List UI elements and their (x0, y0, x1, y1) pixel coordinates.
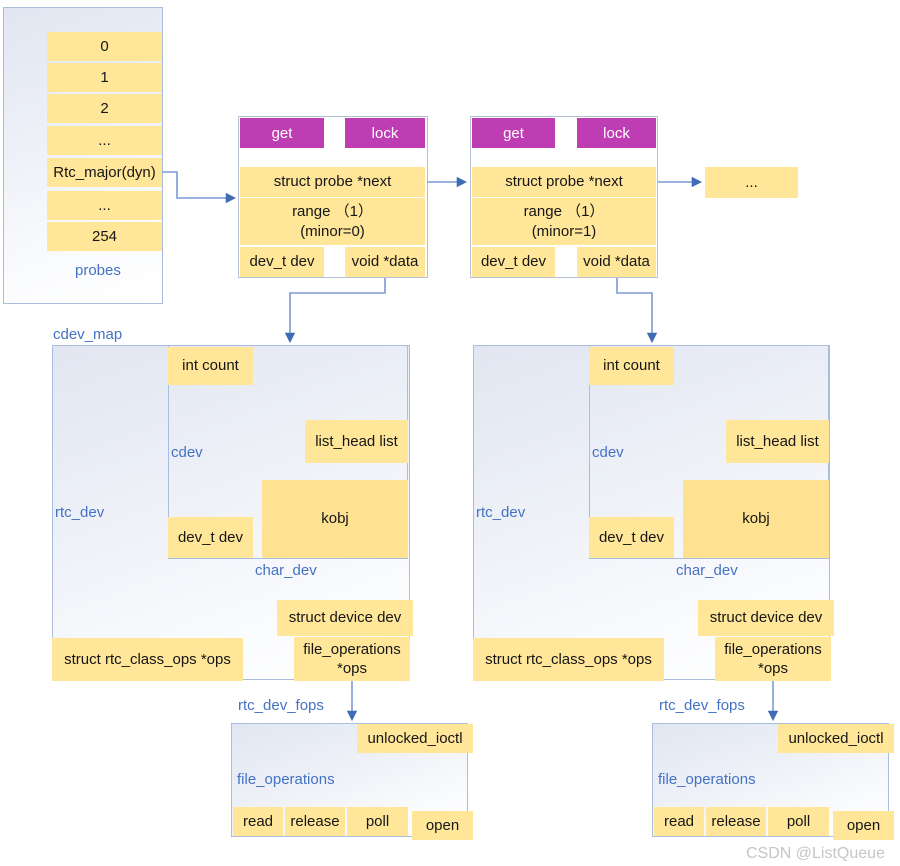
probe1-range-line2: (minor=0) (300, 222, 365, 240)
probe1-next-cell: struct probe *next (240, 167, 425, 197)
ellipsis-node: ... (705, 167, 798, 198)
rtc-dev-label-1: rtc_dev (55, 504, 105, 521)
probe2-lock-cell: lock (577, 118, 656, 148)
probe1-dev-cell: dev_t dev (240, 247, 324, 277)
probe2-dev-cell: dev_t dev (472, 247, 555, 277)
probe2-range-line2: (minor=1) (531, 222, 597, 240)
rtc-dev-fops-label-2: rtc_dev_fops (659, 697, 745, 714)
fops-ptr-cell-1: file_operations *ops (294, 637, 410, 681)
poll-cell-2: poll (768, 807, 829, 836)
probes-cell-1: 1 (47, 63, 162, 92)
device-dev-cell-1: struct device dev (277, 600, 413, 636)
dev-t-cell-2: dev_t dev (589, 517, 674, 558)
arrow-probe1-to-rtcdev1 (284, 278, 386, 344)
open-cell-2: open (833, 811, 894, 840)
probe1-range-cell: range （1） (minor=0) (240, 198, 425, 245)
int-count-cell-1: int count (168, 347, 253, 385)
probes-cell-rtc-major: Rtc_major(dyn) (47, 158, 162, 187)
list-head-cell-1: list_head list (305, 420, 408, 463)
fops-ptr-line1: file_operations (724, 640, 822, 658)
kobj-cell-2: kobj (683, 480, 829, 558)
probe1-lock-cell: lock (345, 118, 425, 148)
probe1-get-cell: get (240, 118, 324, 148)
file-operations-label-2: file_operations (658, 771, 756, 788)
probe2-range-cell: range （1） (minor=1) (472, 198, 656, 245)
release-cell-2: release (706, 807, 766, 836)
release-cell-1: release (285, 807, 345, 836)
cdev-map-label: cdev_map (53, 326, 123, 343)
cdev-label-2: cdev (592, 444, 624, 461)
read-cell-2: read (654, 807, 704, 836)
probes-cell-254: 254 (47, 222, 162, 251)
probe2-data-cell: void *data (577, 247, 656, 277)
kobj-cell-1: kobj (262, 480, 408, 558)
probes-cell-ellipsis-2: ... (47, 191, 162, 220)
probe2-next-cell: struct probe *next (472, 167, 656, 197)
int-count-cell-2: int count (589, 347, 674, 385)
char-dev-label-2: char_dev (676, 562, 738, 579)
cdev-label-1: cdev (171, 444, 203, 461)
fops-ptr-line1: file_operations (303, 640, 401, 658)
probe2-range-line1: range （1） (523, 203, 605, 220)
list-head-cell-2: list_head list (726, 420, 829, 463)
read-cell-1: read (233, 807, 283, 836)
fops-ptr-cell-2: file_operations *ops (715, 637, 831, 681)
class-ops-cell-1: struct rtc_class_ops *ops (52, 638, 243, 681)
probe1-data-cell: void *data (345, 247, 425, 277)
file-operations-label-1: file_operations (237, 771, 335, 788)
char-dev-label-1: char_dev (255, 562, 317, 579)
probes-label: probes (75, 262, 121, 279)
class-ops-cell-2: struct rtc_class_ops *ops (473, 638, 664, 681)
arrow-probe2-to-rtcdev2 (616, 278, 658, 344)
dev-t-cell-1: dev_t dev (168, 517, 253, 558)
poll-cell-1: poll (347, 807, 408, 836)
probes-cell-2: 2 (47, 94, 162, 123)
probes-cell-ellipsis-1: ... (47, 126, 162, 155)
probe2-get-cell: get (472, 118, 555, 148)
probes-cell-0: 0 (47, 32, 162, 61)
unlocked-ioctl-cell-2: unlocked_ioctl (778, 724, 894, 753)
rtc-dev-label-2: rtc_dev (476, 504, 526, 521)
arrow-rtcmajor-to-probe1 (162, 171, 237, 204)
fops-ptr-line2: *ops (757, 660, 789, 677)
fops-ptr-line2: *ops (336, 660, 368, 677)
device-dev-cell-2: struct device dev (698, 600, 834, 636)
probe1-range-line1: range （1） (292, 203, 373, 220)
open-cell-1: open (412, 811, 473, 840)
rtc-dev-fops-label-1: rtc_dev_fops (238, 697, 324, 714)
watermark: CSDN @ListQueue (746, 845, 885, 862)
unlocked-ioctl-cell-1: unlocked_ioctl (357, 724, 473, 753)
